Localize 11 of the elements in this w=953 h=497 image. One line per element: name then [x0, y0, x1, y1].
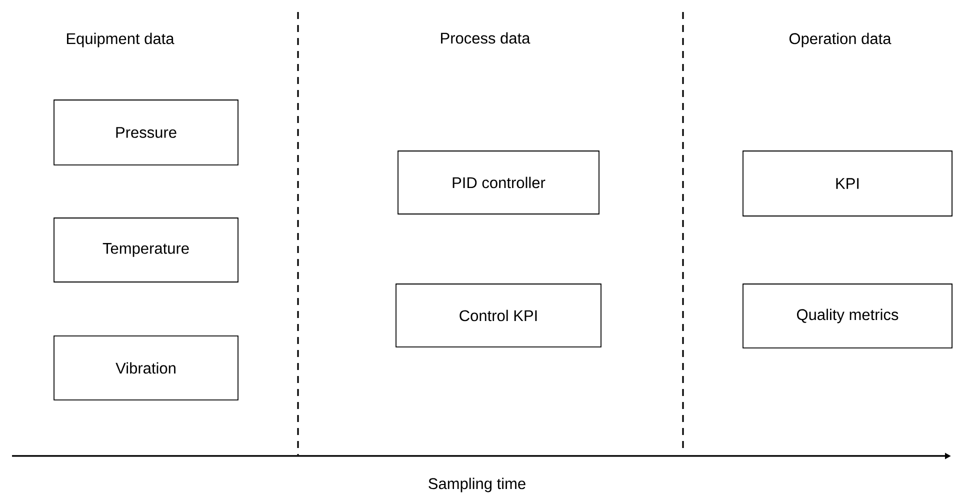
text-box: Vibration — [54, 336, 238, 400]
column-heading: Operation data — [789, 32, 892, 48]
text-box: Quality metrics — [742, 284, 952, 348]
text-box: PID controller — [398, 150, 600, 214]
text-box: Temperature — [54, 218, 238, 282]
column-heading: Process data — [441, 32, 530, 44]
text-box: Pressure — [54, 100, 238, 166]
text-box: KPI — [742, 150, 952, 216]
text-box: Control KPI — [396, 284, 602, 348]
column-heading: Equipment data — [67, 32, 174, 48]
axis-label: Sampling time — [428, 478, 526, 492]
